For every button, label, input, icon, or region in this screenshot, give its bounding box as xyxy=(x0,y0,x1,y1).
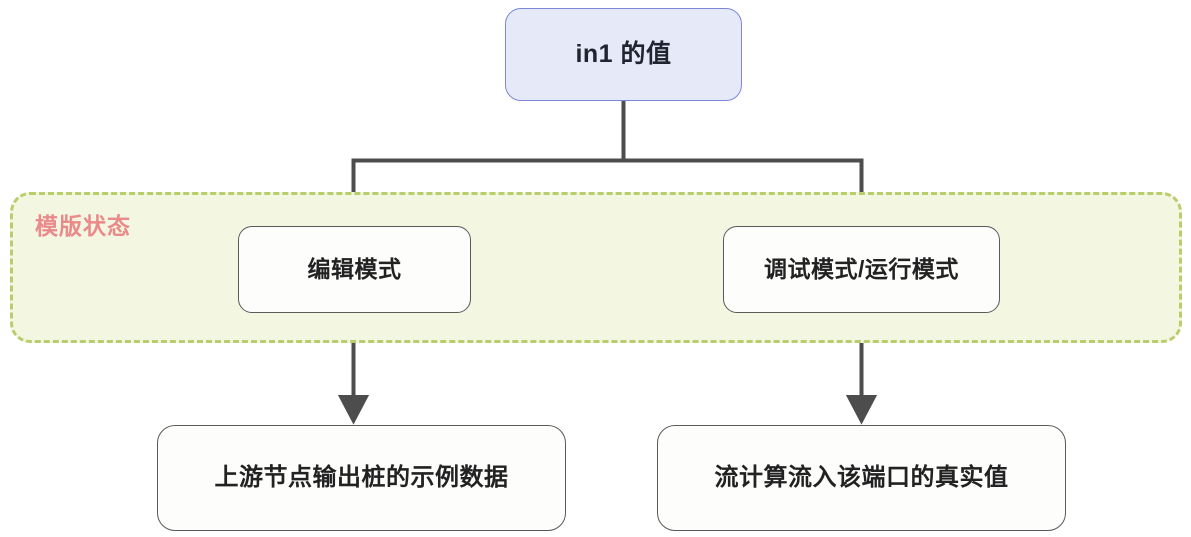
node-stream-real-value[interactable]: 流计算流入该端口的真实值 xyxy=(657,425,1066,531)
node-edit-mode[interactable]: 编辑模式 xyxy=(238,226,471,313)
cluster-label: 模版状态 xyxy=(35,213,131,239)
node-label-stream-real-value: 流计算流入该端口的真实值 xyxy=(714,464,1009,491)
node-label-debug-run-mode: 调试模式/运行模式 xyxy=(764,256,959,283)
node-label-upstream-sample-data: 上游节点输出桩的示例数据 xyxy=(214,464,509,491)
cluster-template-state: 模版状态 xyxy=(10,192,1182,343)
node-label-in1-value: in1 的值 xyxy=(575,39,672,68)
node-label-edit-mode: 编辑模式 xyxy=(307,256,402,283)
node-debug-run-mode[interactable]: 调试模式/运行模式 xyxy=(723,226,1000,313)
node-upstream-sample-data[interactable]: 上游节点输出桩的示例数据 xyxy=(157,425,566,531)
node-in1-value[interactable]: in1 的值 xyxy=(505,8,742,101)
